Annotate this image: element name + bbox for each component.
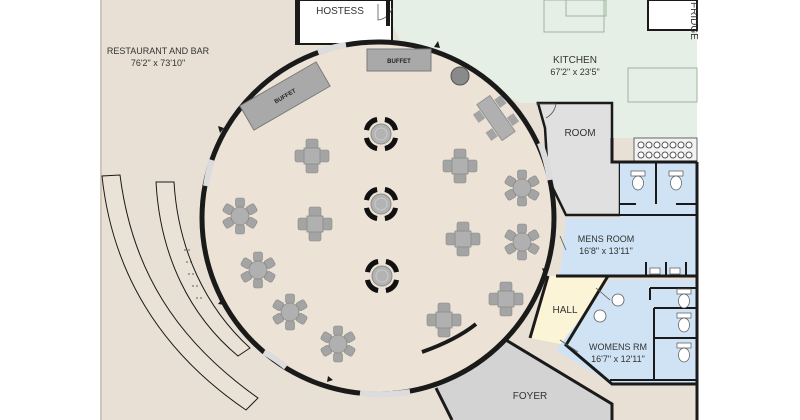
urinal-icon bbox=[649, 267, 681, 275]
mens-room-area bbox=[560, 218, 697, 276]
womens-room-size: 16'7" x 12'11" bbox=[591, 354, 645, 364]
buffet-top-label: BUFFET bbox=[387, 59, 411, 65]
room-label: ROOM bbox=[564, 128, 595, 139]
door-swing-icon bbox=[536, 103, 611, 353]
buffet-top: BUFFET bbox=[366, 48, 432, 72]
hall-label: HALL bbox=[552, 305, 577, 316]
wall-markers bbox=[218, 41, 548, 382]
kitchen-area bbox=[380, 0, 697, 138]
plant-icon bbox=[450, 66, 470, 86]
walls bbox=[434, 138, 699, 420]
mens-stalls bbox=[620, 162, 697, 218]
fridge-box bbox=[647, 0, 698, 31]
kitchen-size: 67'2" x 23'5" bbox=[550, 67, 599, 77]
left-margin bbox=[0, 0, 100, 420]
womens-partitions bbox=[610, 287, 697, 381]
wall-windows bbox=[203, 42, 553, 398]
sink-icon bbox=[593, 293, 625, 323]
kitchen-label: KITCHEN bbox=[553, 55, 597, 66]
womens-toilets bbox=[676, 288, 692, 363]
hostess-door bbox=[377, 4, 393, 21]
hall-area bbox=[530, 276, 608, 345]
right-margin bbox=[697, 0, 800, 420]
fridge-label: FRIDGE bbox=[688, 2, 699, 40]
restaurant-label: RESTAURANT AND BAR bbox=[107, 46, 210, 56]
rect-table bbox=[472, 94, 520, 142]
buffet-left: BUFFET bbox=[239, 61, 331, 131]
interior-partition bbox=[421, 322, 478, 354]
stove bbox=[633, 137, 698, 164]
womens-room-label: WOMENS RM bbox=[589, 342, 647, 352]
foyer-label: FOYER bbox=[513, 391, 547, 402]
mens-room-size: 16'8" x 13'11" bbox=[579, 246, 633, 256]
bar-counter bbox=[101, 174, 259, 411]
hostess-label: HOSTESS bbox=[316, 6, 364, 17]
mens-room-label: MENS ROOM bbox=[578, 234, 635, 244]
restaurant-size: 76'2" x 73'10" bbox=[131, 58, 185, 68]
